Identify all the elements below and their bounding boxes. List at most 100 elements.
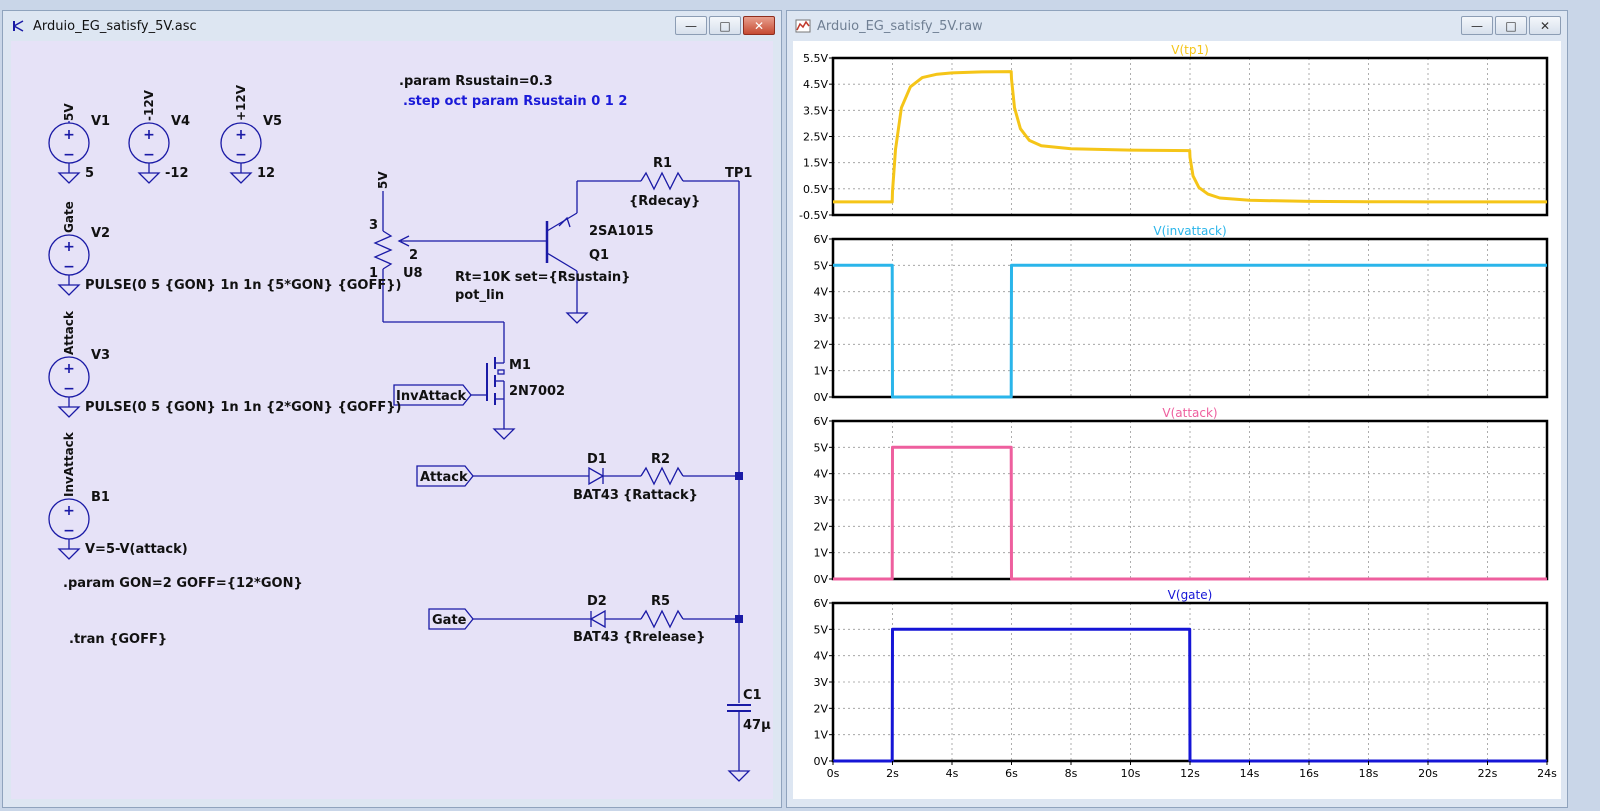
minimize-button[interactable]: — [1461,16,1493,35]
y-tick-label: 6V [813,597,828,610]
label-d2: D2 [587,594,607,609]
label-d1: D1 [587,452,607,467]
svg-text:−: − [143,147,155,163]
junction-dot [735,615,743,623]
potentiometer-u8[interactable] [373,230,393,270]
svg-text:−: − [63,259,75,275]
schematic-window: Arduio_EG_satisfy_5V.asc — □ ✕ [2,10,782,808]
model-q1: 2SA1015 [589,224,654,239]
close-button[interactable]: ✕ [1529,16,1561,35]
label-tp1: TP1 [725,166,752,181]
maximize-button[interactable]: □ [1495,16,1527,35]
value-r2: {Rattack} [623,488,698,503]
label-v2: V2 [91,226,110,241]
y-tick-label: 5.5V [803,52,828,65]
y-tick-label: 4V [813,286,828,299]
label-q1: Q1 [589,248,609,263]
plot-title-invattack: V(invattack) [1153,224,1226,238]
x-tick-label: 24s [1537,767,1557,780]
directive-tran[interactable]: .tran {GOFF} [69,632,167,647]
label-r1: R1 [653,156,672,171]
pot-pin1: 1 [369,266,378,281]
label-u8: U8 [403,266,423,281]
schematic-canvas[interactable]: +− +− +− +− +− +− 5V -12V +12V Gate Atta… [11,41,773,799]
schematic-drawing[interactable]: +− +− +− +− +− +− 5V -12V +12V Gate Atta… [11,41,775,801]
y-tick-label: 3V [813,676,828,689]
net-label-attack-text: Attack [420,470,468,485]
net-label-invattack[interactable] [393,384,472,406]
model-d2: BAT43 [573,630,619,645]
directive-step[interactable]: .step oct param Rsustain 0 1 2 [403,94,627,109]
svg-text:+: + [63,127,75,143]
value-b1: V=5-V(attack) [85,542,188,557]
resistor-r5[interactable] [640,609,684,629]
y-tick-label: 4V [813,468,828,481]
value-v4: -12 [165,166,189,181]
y-tick-label: 2V [813,520,828,533]
model-u8: pot_lin [455,288,504,303]
label-r5: R5 [651,594,670,609]
net-label-gate[interactable] [428,608,474,630]
schematic-window-title: Arduio_EG_satisfy_5V.asc [33,18,197,34]
schematic-titlebar[interactable]: Arduio_EG_satisfy_5V.asc [3,11,781,41]
net-name-v3: Attack [62,310,76,355]
trace-tp1 [833,70,1547,204]
value-r1: {Rdecay} [629,194,700,209]
waveform-icon [795,19,811,33]
waveform-plots[interactable]: V(tp1)5.5V4.5V3.5V2.5V1.5V0.5V-0.5VV(inv… [793,41,1561,801]
net-name-v5: +12V [234,84,248,121]
net-name-b1: InvAttack [62,431,76,497]
x-tick-label: 12s [1180,767,1200,780]
y-tick-label: 0.5V [803,183,828,196]
minimize-button[interactable]: — [675,16,707,35]
svg-text:−: − [235,147,247,163]
x-tick-label: 0s [827,767,840,780]
resistor-r2[interactable] [640,466,684,486]
net-label-attack[interactable] [416,465,474,487]
net-name-v2: Gate [62,201,76,233]
x-tick-label: 2s [886,767,899,780]
label-v4: V4 [171,114,190,129]
y-tick-label: 1V [813,365,828,378]
plot-frame-invattack [831,237,1549,399]
y-tick-label: 3V [813,494,828,507]
resistor-r1[interactable] [640,171,684,191]
y-tick-label: 5V [813,441,828,454]
maximize-button[interactable]: □ [709,16,741,35]
diode-d1[interactable] [588,466,605,486]
value-r5: {Rrelease} [623,630,705,645]
y-tick-label: 3.5V [803,104,828,117]
net-name-v1: 5V [62,103,76,121]
x-tick-label: 22s [1478,767,1498,780]
plot-frame-tp1 [831,56,1549,217]
y-tick-label: 2.5V [803,131,828,144]
x-tick-label: 8s [1065,767,1078,780]
y-tick-label: 5V [813,259,828,272]
y-tick-label: 0V [813,391,828,404]
y-tick-label: 2V [813,338,828,351]
label-m1: M1 [509,358,531,373]
svg-text:−: − [63,147,75,163]
x-tick-label: 16s [1299,767,1319,780]
trace-gate [833,627,1547,763]
y-tick-label: 4V [813,650,828,663]
y-tick-label: 6V [813,415,828,428]
directive-param-gon[interactable]: .param GON=2 GOFF={12*GON} [63,576,303,591]
directive-param-rsustain[interactable]: .param Rsustain=0.3 [399,74,553,89]
x-tick-label: 10s [1121,767,1141,780]
trace-invattack [833,263,1547,399]
value-u8: Rt=10K set={Rsustain} [455,270,630,285]
junction-dot [735,472,743,480]
x-tick-label: 6s [1005,767,1018,780]
close-button[interactable]: ✕ [743,16,775,35]
label-c1: C1 [743,688,762,703]
value-c1: 47µ [743,718,771,733]
y-tick-label: 1V [813,729,828,742]
label-b1: B1 [91,490,110,505]
diode-d2[interactable] [589,609,606,629]
waveform-titlebar[interactable]: Arduio_EG_satisfy_5V.raw [787,11,1567,41]
plot-title-gate: V(gate) [1168,588,1213,602]
schematic-icon [13,20,24,32]
svg-text:−: − [63,381,75,397]
